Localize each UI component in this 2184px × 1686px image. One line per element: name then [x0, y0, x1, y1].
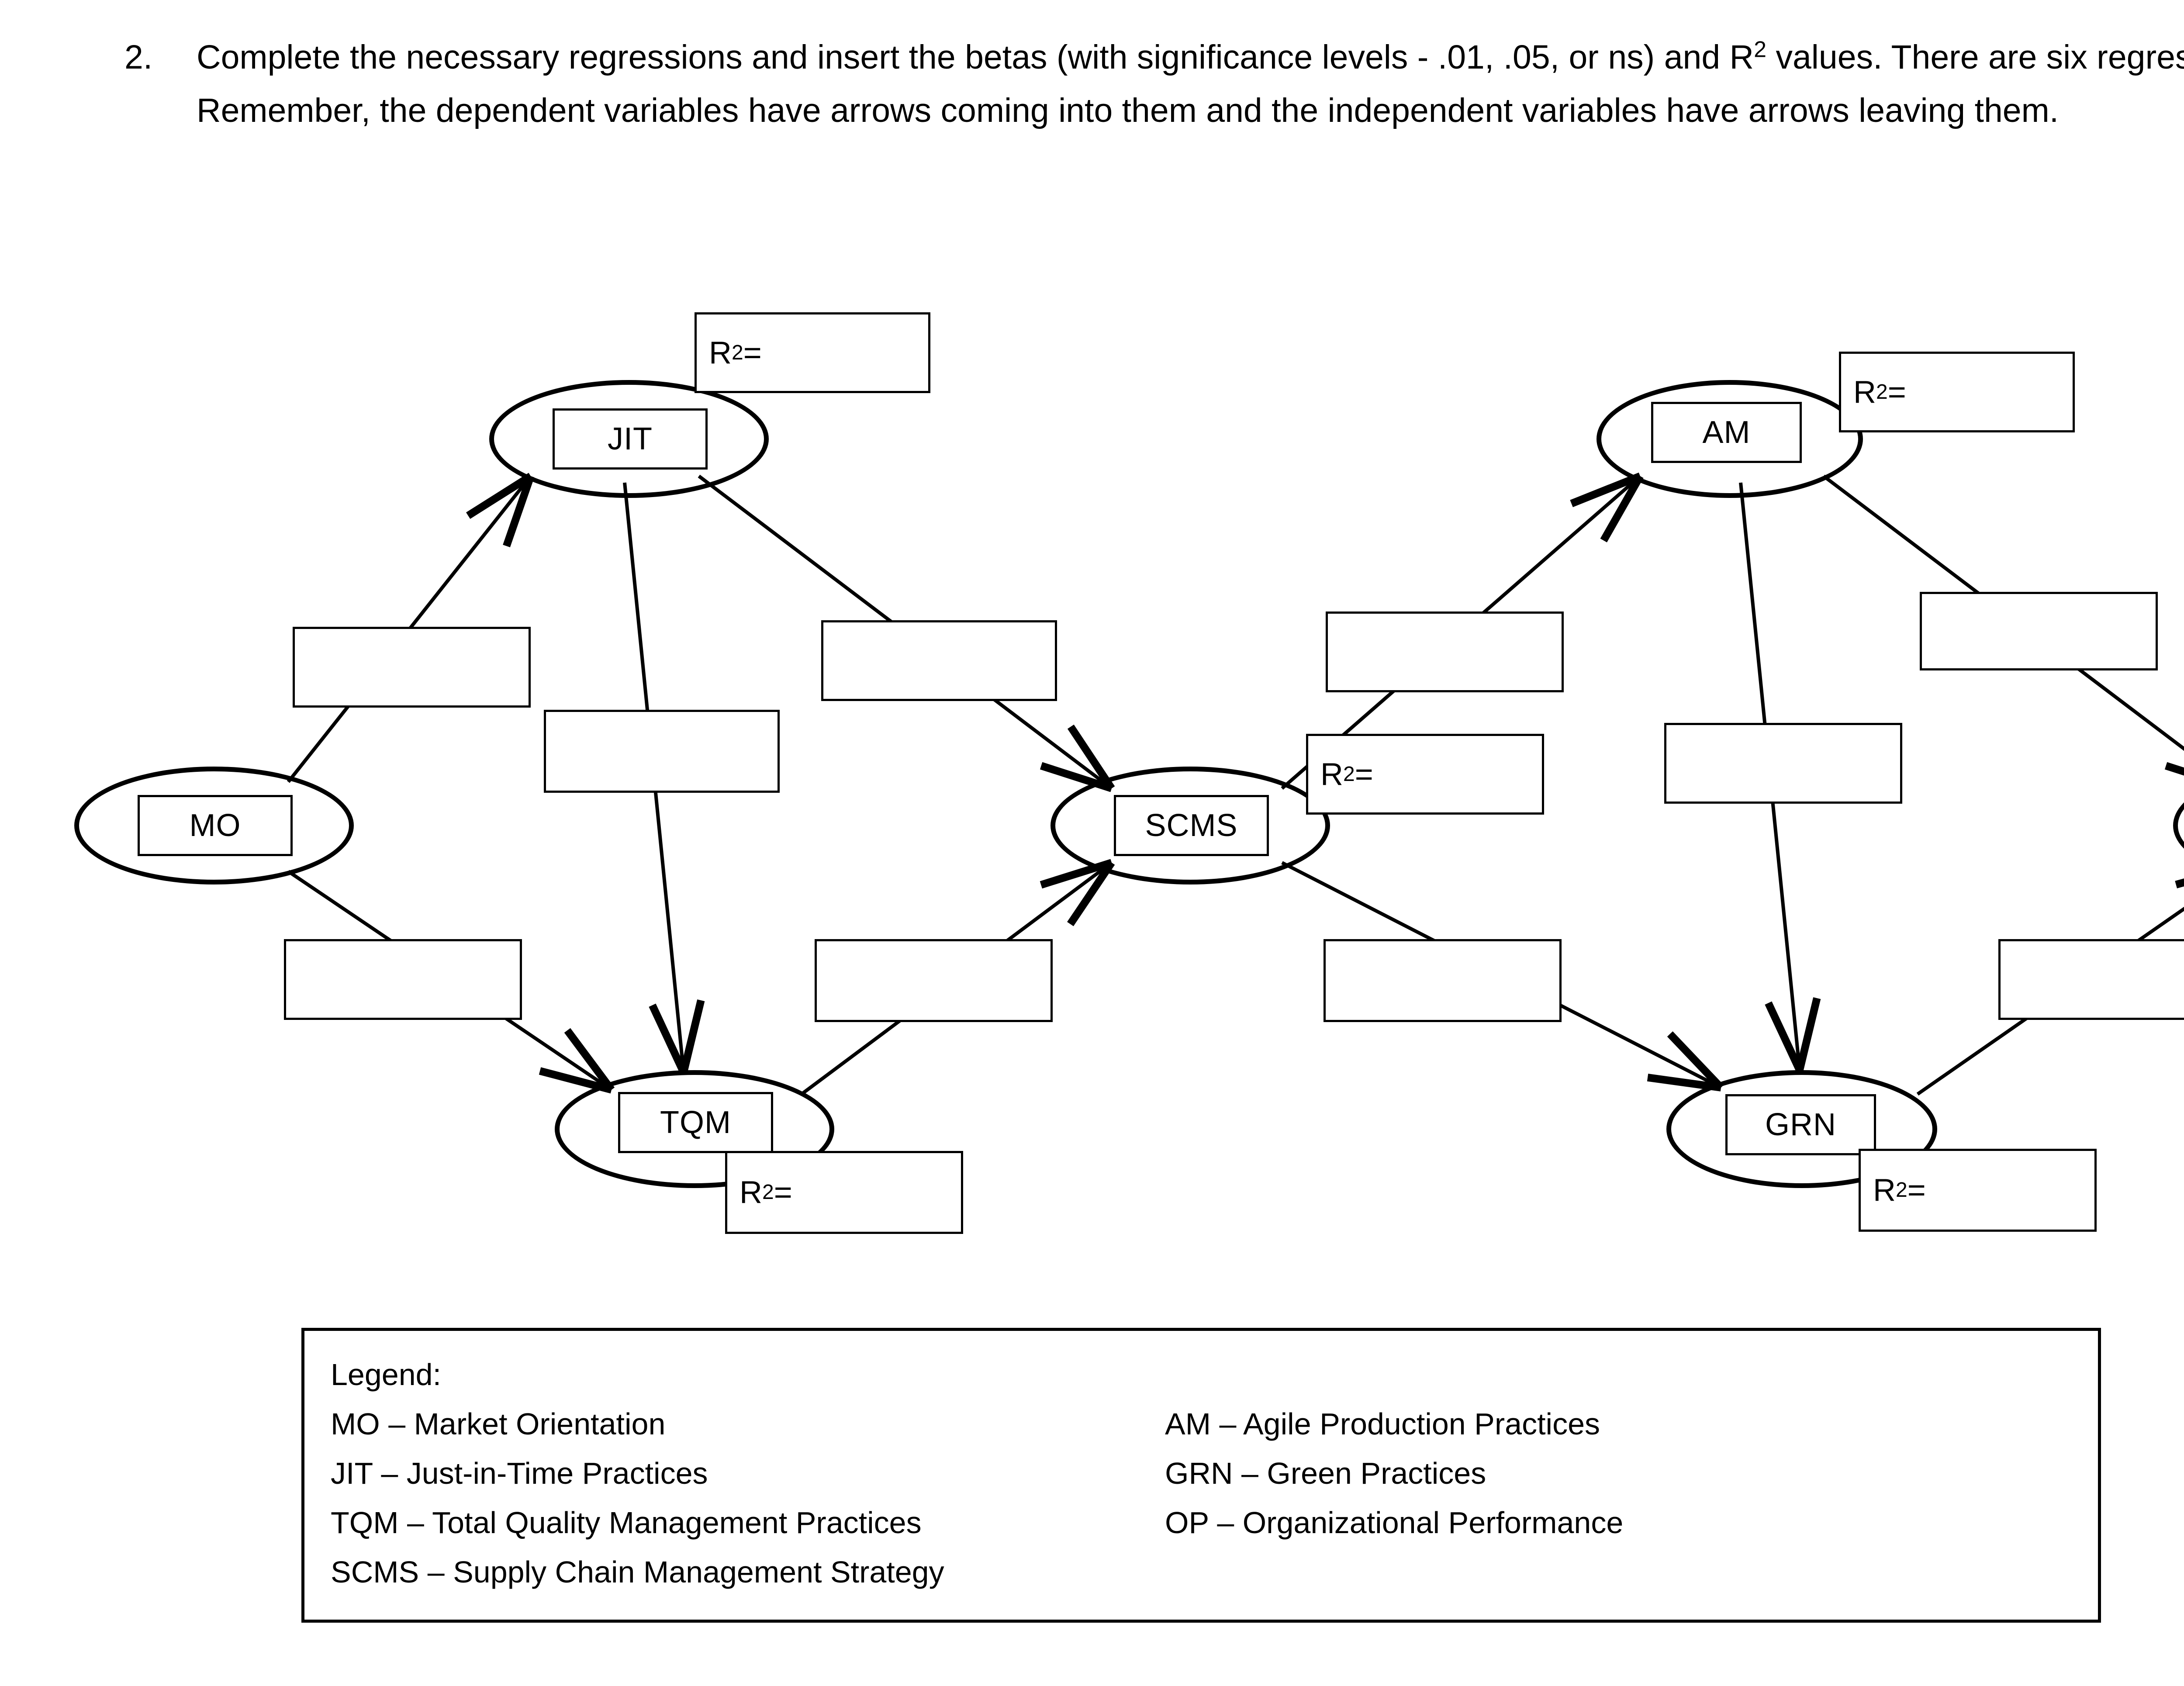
node-mo[interactable]: MO	[74, 767, 354, 884]
beta-box-mo-jit[interactable]	[293, 627, 531, 708]
ellipse-mo	[74, 767, 354, 884]
instruction-text: Complete the necessary regressions and i…	[197, 31, 2184, 137]
r2-prefix-jit: R	[709, 335, 732, 370]
node-tqm-label: TQM	[618, 1092, 773, 1153]
r2-suffix-grn: =	[1907, 1173, 1926, 1208]
instruction-paragraph: 2. Complete the necessary regressions an…	[124, 31, 2184, 137]
ellipse-op	[2173, 767, 2184, 884]
beta-box-am-op[interactable]	[1920, 592, 2158, 670]
legend-item-grn: GRN – Green Practices	[1165, 1456, 1486, 1490]
r2-prefix-scms: R	[1320, 757, 1343, 792]
beta-box-am-grn[interactable]	[1664, 723, 1902, 804]
instruction-superscript: 2	[1754, 37, 1767, 62]
node-am-label: AM	[1651, 402, 1802, 463]
ellipse-jit	[489, 380, 769, 498]
instruction-text-part1: Complete the necessary regressions and i…	[197, 38, 1754, 76]
r2-prefix-grn: R	[1873, 1173, 1896, 1208]
beta-box-mo-tqm[interactable]	[284, 939, 522, 1020]
legend-box: Legend: MO – Market Orientation AM – Agi…	[301, 1328, 2101, 1623]
legend-item-mo: MO – Market Orientation	[331, 1407, 666, 1441]
legend-content: Legend: MO – Market Orientation AM – Agi…	[331, 1350, 1623, 1597]
beta-box-grn-op[interactable]	[1998, 939, 2184, 1020]
r2-prefix-am: R	[1853, 374, 1876, 410]
beta-box-jit-scms[interactable]	[821, 620, 1057, 701]
legend-row: JIT – Just-in-Time Practices GRN – Green…	[331, 1449, 1486, 1498]
ellipse-am	[1597, 380, 1863, 498]
beta-box-jit-tqm[interactable]	[544, 710, 780, 793]
legend-item-scms: SCMS – Supply Chain Management Strategy	[331, 1555, 944, 1589]
instruction-text-part2: values. There are six regressions. Remem…	[197, 38, 2184, 129]
node-mo-label: MO	[138, 795, 293, 856]
node-grn[interactable]: GRN	[1666, 1070, 1937, 1188]
legend-title: Legend:	[331, 1358, 442, 1392]
legend-row: TQM – Total Quality Management Practices…	[331, 1498, 1623, 1548]
node-jit-label: JIT	[553, 408, 708, 470]
node-tqm[interactable]: TQM	[555, 1070, 834, 1188]
r2-prefix-tqm: R	[740, 1175, 762, 1210]
r2-suffix-jit: =	[743, 335, 762, 370]
list-number: 2.	[124, 38, 153, 76]
legend-item-am: AM – Agile Production Practices	[1165, 1407, 1600, 1441]
legend-item-tqm: TQM – Total Quality Management Practices	[331, 1506, 922, 1540]
ellipse-grn	[1666, 1070, 1937, 1188]
ellipse-scms	[1051, 767, 1330, 884]
legend-row: SCMS – Supply Chain Management Strategy	[331, 1548, 944, 1597]
beta-box-scms-grn[interactable]	[1324, 939, 1562, 1022]
node-scms-label: SCMS	[1114, 795, 1269, 856]
node-jit[interactable]: JIT	[489, 380, 769, 498]
node-scms[interactable]: SCMS	[1051, 767, 1330, 884]
node-op[interactable]: OP	[2173, 767, 2184, 884]
node-am[interactable]: AM	[1597, 380, 1863, 498]
node-grn-label: GRN	[1725, 1094, 1876, 1155]
beta-box-scms-am[interactable]	[1326, 612, 1564, 692]
legend-item-jit: JIT – Just-in-Time Practices	[331, 1456, 708, 1490]
r2-suffix-scms: =	[1355, 757, 1373, 792]
ellipse-tqm	[555, 1070, 834, 1188]
legend-item-op: OP – Organizational Performance	[1165, 1506, 1624, 1540]
r2-suffix-tqm: =	[774, 1175, 792, 1210]
beta-box-tqm-scms[interactable]	[815, 939, 1053, 1022]
legend-row: MO – Market Orientation AM – Agile Produ…	[331, 1399, 1600, 1449]
r2-suffix-am: =	[1887, 374, 1906, 410]
